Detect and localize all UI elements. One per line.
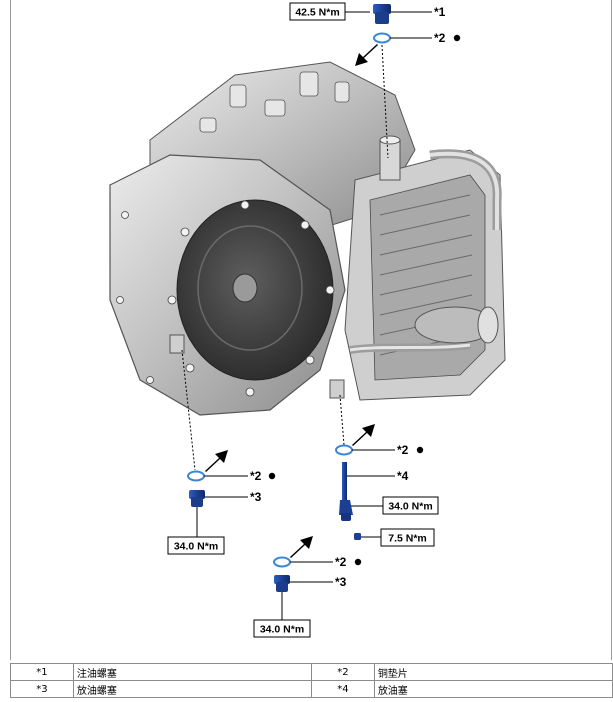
- arrow-icon: [290, 536, 313, 558]
- bullet-icon: [354, 558, 362, 566]
- torque-box: 34.0 N*m: [167, 536, 225, 555]
- plug-icon: [189, 490, 205, 507]
- legend-label: 注油螺塞: [72, 663, 312, 681]
- torque-value: 7.5 N*m: [388, 533, 427, 545]
- plug-icon: [373, 4, 391, 24]
- callout-2-left: *2: [250, 469, 262, 483]
- table-row: *1 注油螺塞 *2 铜垫片: [10, 663, 613, 681]
- gasket-icon: [273, 556, 291, 568]
- callout-3-center: *3: [335, 575, 347, 589]
- alignment-lines: [181, 44, 389, 471]
- bullet-icon: [453, 34, 461, 42]
- diagram-frame: [10, 0, 612, 660]
- filler-plug-group: 42.5 N*m *1 *2: [289, 2, 461, 66]
- plug-icon: [274, 575, 290, 592]
- right-drain-group: *2 *4 34.0 N*m 7.5 N*m: [335, 424, 439, 547]
- legend-table: *1 注油螺塞 *2 铜垫片 *3 放油螺塞 *4 放油塞: [10, 663, 613, 698]
- table-row: *3 放油螺塞 *4 放油塞: [10, 680, 613, 698]
- legend-label: 放油螺塞: [72, 680, 312, 698]
- transmission-assembly: [109, 61, 506, 416]
- torque-value: 34.0 N*m: [388, 501, 432, 513]
- legend-label: 放油塞: [373, 680, 613, 698]
- gasket-icon: [373, 32, 391, 44]
- gasket-icon: [187, 470, 205, 482]
- torque-value: 42.5 N*m: [295, 7, 339, 19]
- drain-plug-icon: [339, 462, 353, 521]
- torque-box: 42.5 N*m: [289, 2, 346, 21]
- bullet-icon: [416, 446, 424, 454]
- legend-code: *4: [310, 680, 375, 698]
- legend-code: *2: [310, 663, 375, 681]
- callout-4: *4: [397, 469, 409, 483]
- small-plug-icon: [354, 533, 361, 540]
- arrow-icon: [205, 450, 228, 472]
- arrow-icon: [355, 44, 378, 66]
- callout-3-left: *3: [250, 490, 262, 504]
- legend-label: 铜垫片: [373, 663, 613, 681]
- gasket-icon: [335, 444, 353, 456]
- callout-2-right: *2: [397, 443, 409, 457]
- legend-code: *1: [10, 663, 74, 681]
- legend-code: *3: [10, 680, 74, 698]
- callout-2-top: *2: [434, 31, 446, 45]
- transmission-diagram: 42.5 N*m *1 *2 *2 *3 34.0 N*m: [109, 2, 506, 638]
- center-drain-group: *2 *3 34.0 N*m: [253, 536, 362, 638]
- arrow-icon: [352, 424, 375, 446]
- bullet-icon: [268, 472, 276, 480]
- torque-box: 7.5 N*m: [380, 528, 435, 547]
- left-drain-group: *2 *3 34.0 N*m: [167, 450, 276, 555]
- torque-value: 34.0 N*m: [260, 624, 304, 636]
- torque-box: 34.0 N*m: [382, 496, 439, 515]
- torque-value: 34.0 N*m: [174, 541, 218, 553]
- torque-box: 34.0 N*m: [253, 619, 311, 638]
- callout-1: *1: [434, 5, 446, 19]
- callout-2-center: *2: [335, 555, 347, 569]
